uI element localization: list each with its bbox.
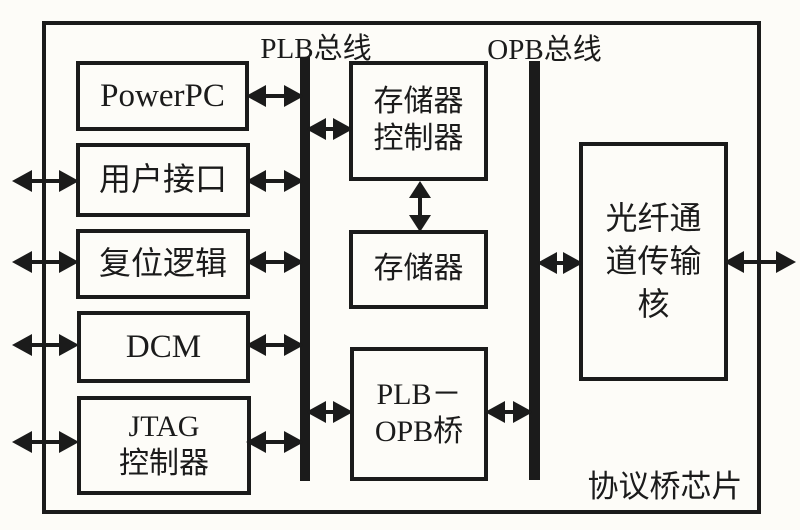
block-memory: 存储器	[349, 230, 488, 309]
arrow-external-jtag	[12, 431, 79, 453]
block-fibre-channel-core-line1: 光纤通	[605, 199, 702, 236]
arrow-plb-memory-controller	[306, 118, 353, 140]
arrow-shaft	[418, 193, 422, 220]
arrow-memory-controller-memory	[409, 181, 431, 232]
block-plb-opb-bridge: PLB－ OPB桥	[350, 347, 488, 481]
block-reset-logic-label: 复位逻辑	[98, 245, 227, 282]
plb-bus-bar	[300, 57, 310, 481]
block-reset-logic: 复位逻辑	[76, 229, 250, 299]
arrow-shaft	[259, 179, 291, 183]
plb-bus-label: PLB总线	[260, 33, 372, 65]
arrow-plb-bridge	[306, 401, 353, 423]
block-user-interface-label: 用户接口	[98, 161, 227, 198]
arrow-shaft	[737, 260, 783, 264]
block-powerpc-label: PowerPC	[100, 77, 225, 114]
block-memory-label: 存储器	[373, 252, 464, 286]
block-memory-controller: 存储器 控制器	[349, 61, 488, 181]
arrow-bridge-opb	[485, 401, 533, 423]
arrow-shaft	[259, 260, 291, 264]
arrow-shaft	[550, 261, 570, 265]
arrow-shaft	[25, 440, 66, 444]
chip-name-label: 协议桥芯片	[587, 469, 743, 504]
arrow-fibre-core-external	[724, 251, 796, 273]
block-jtag-controller-line2: 控制器	[119, 446, 209, 480]
arrow-user-interface-plb	[246, 170, 304, 192]
opb-bus-label: OPB总线	[487, 34, 602, 66]
arrow-jtag-plb	[246, 431, 304, 453]
arrow-shaft	[319, 410, 340, 414]
block-fibre-channel-core-line2: 道传输	[605, 242, 702, 279]
arrow-shaft	[25, 179, 66, 183]
arrow-shaft	[498, 410, 520, 414]
arrow-external-user-interface	[12, 170, 79, 192]
block-jtag-controller-line1: JTAG	[128, 409, 200, 443]
block-dcm-label: DCM	[125, 328, 202, 365]
arrow-powerpc-plb	[246, 85, 304, 107]
block-fibre-channel-core: 光纤通 道传输 核	[579, 142, 728, 381]
arrow-dcm-plb	[246, 334, 304, 356]
arrow-external-reset-logic	[12, 251, 79, 273]
block-jtag-controller: JTAG 控制器	[77, 396, 251, 495]
block-fibre-channel-core-line3: 核	[637, 286, 670, 323]
block-memory-controller-line1: 存储器	[373, 85, 464, 119]
arrow-shaft	[25, 260, 66, 264]
block-user-interface: 用户接口	[76, 143, 250, 217]
arrow-shaft	[25, 343, 66, 347]
opb-bus-bar	[529, 61, 540, 480]
block-plb-opb-bridge-line2: OPB桥	[374, 415, 464, 448]
block-powerpc: PowerPC	[76, 61, 249, 131]
arrow-reset-logic-plb	[246, 251, 304, 273]
block-memory-controller-line2: 控制器	[373, 122, 464, 155]
block-plb-opb-bridge-line1: PLB－	[376, 378, 462, 412]
chip-outer-frame	[42, 21, 761, 514]
arrow-shaft	[259, 94, 291, 98]
arrow-opb-fibre-core	[537, 252, 583, 274]
arrow-shaft	[319, 127, 340, 131]
arrow-external-dcm	[12, 334, 79, 356]
arrow-shaft	[259, 440, 291, 444]
block-dcm: DCM	[77, 311, 250, 383]
arrow-shaft	[259, 343, 291, 347]
